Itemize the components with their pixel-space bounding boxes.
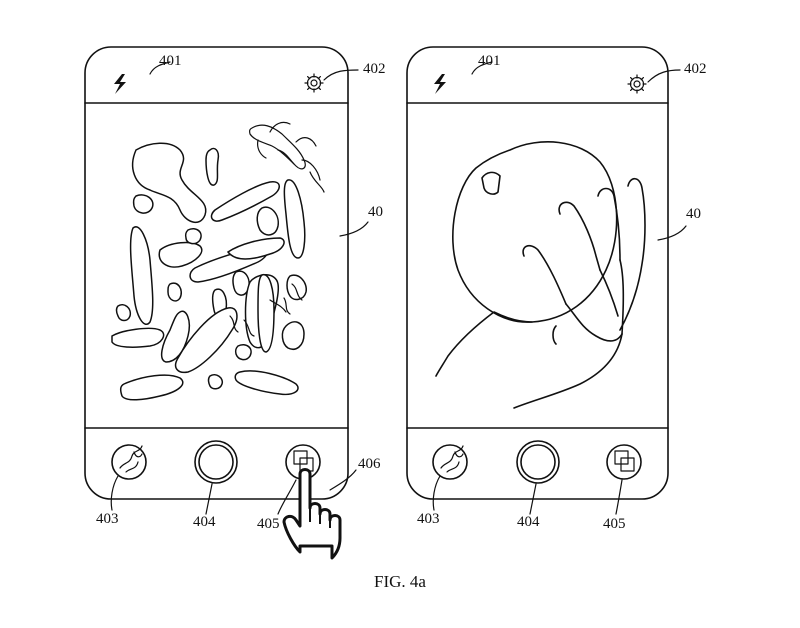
flash-icon[interactable] — [434, 74, 446, 94]
ref-flash-right: 401 — [478, 53, 501, 69]
ref-touch: 406 — [358, 456, 381, 472]
ref-settings-right: 402 — [684, 61, 707, 77]
ref-gallery-left: 403 — [96, 511, 119, 527]
phone-left-body — [84, 46, 349, 500]
shutter-icon[interactable] — [194, 440, 238, 484]
gear-icon[interactable] — [304, 73, 324, 93]
gallery-icon[interactable] — [432, 444, 468, 480]
phone-left — [84, 46, 369, 560]
ref-flash-left: 401 — [159, 53, 182, 69]
ref-shutter-left: 404 — [193, 514, 216, 530]
ref-switch-right: 405 — [603, 516, 626, 532]
camera-switch-icon[interactable] — [606, 444, 642, 480]
flash-icon[interactable] — [114, 74, 126, 94]
screen-right-image — [435, 141, 646, 409]
ref-settings-left: 402 — [363, 61, 386, 77]
phone-right-body — [406, 46, 669, 500]
shutter-icon[interactable] — [516, 440, 560, 484]
ref-shutter-right: 404 — [517, 514, 540, 530]
ref-screen-left: 40 — [368, 204, 383, 220]
ref-switch-left: 405 — [257, 516, 280, 532]
pointing-hand-icon — [282, 468, 342, 560]
screen-left-image — [111, 121, 325, 401]
gallery-icon[interactable] — [111, 444, 147, 480]
ref-gallery-right: 403 — [417, 511, 440, 527]
gear-icon[interactable] — [627, 74, 647, 94]
ref-screen-right: 40 — [686, 206, 701, 222]
figure-caption: FIG. 4a — [374, 572, 426, 591]
phone-right — [406, 46, 687, 515]
